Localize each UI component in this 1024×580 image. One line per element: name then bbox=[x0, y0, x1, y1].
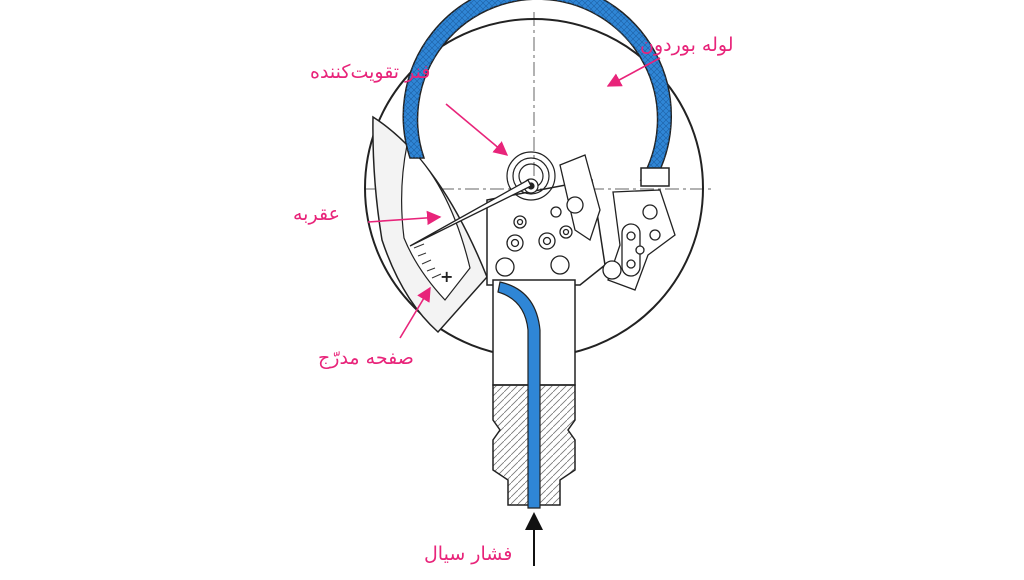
label-reinforcing-spring: فنر تقویت‌کننده bbox=[310, 61, 431, 83]
label-arrows bbox=[367, 57, 661, 339]
label-bourdon-tube: لوله بوردون bbox=[640, 34, 734, 56]
label-fluid-pressure: فشار سیال bbox=[424, 543, 513, 565]
linkage bbox=[602, 189, 676, 291]
dial-plus-mark: + bbox=[440, 267, 453, 286]
label-graduated-dial: صفحه مدرّج bbox=[318, 347, 414, 369]
pressure-arrow-head bbox=[525, 512, 543, 530]
fluid-channel bbox=[497, 281, 541, 509]
pointer-needle bbox=[409, 179, 532, 247]
label-pointer: عقربه bbox=[293, 203, 340, 225]
tube-end-block bbox=[640, 167, 670, 187]
dial-ticks bbox=[413, 243, 442, 279]
plate-screws bbox=[495, 196, 584, 277]
sector-gear bbox=[559, 154, 601, 242]
